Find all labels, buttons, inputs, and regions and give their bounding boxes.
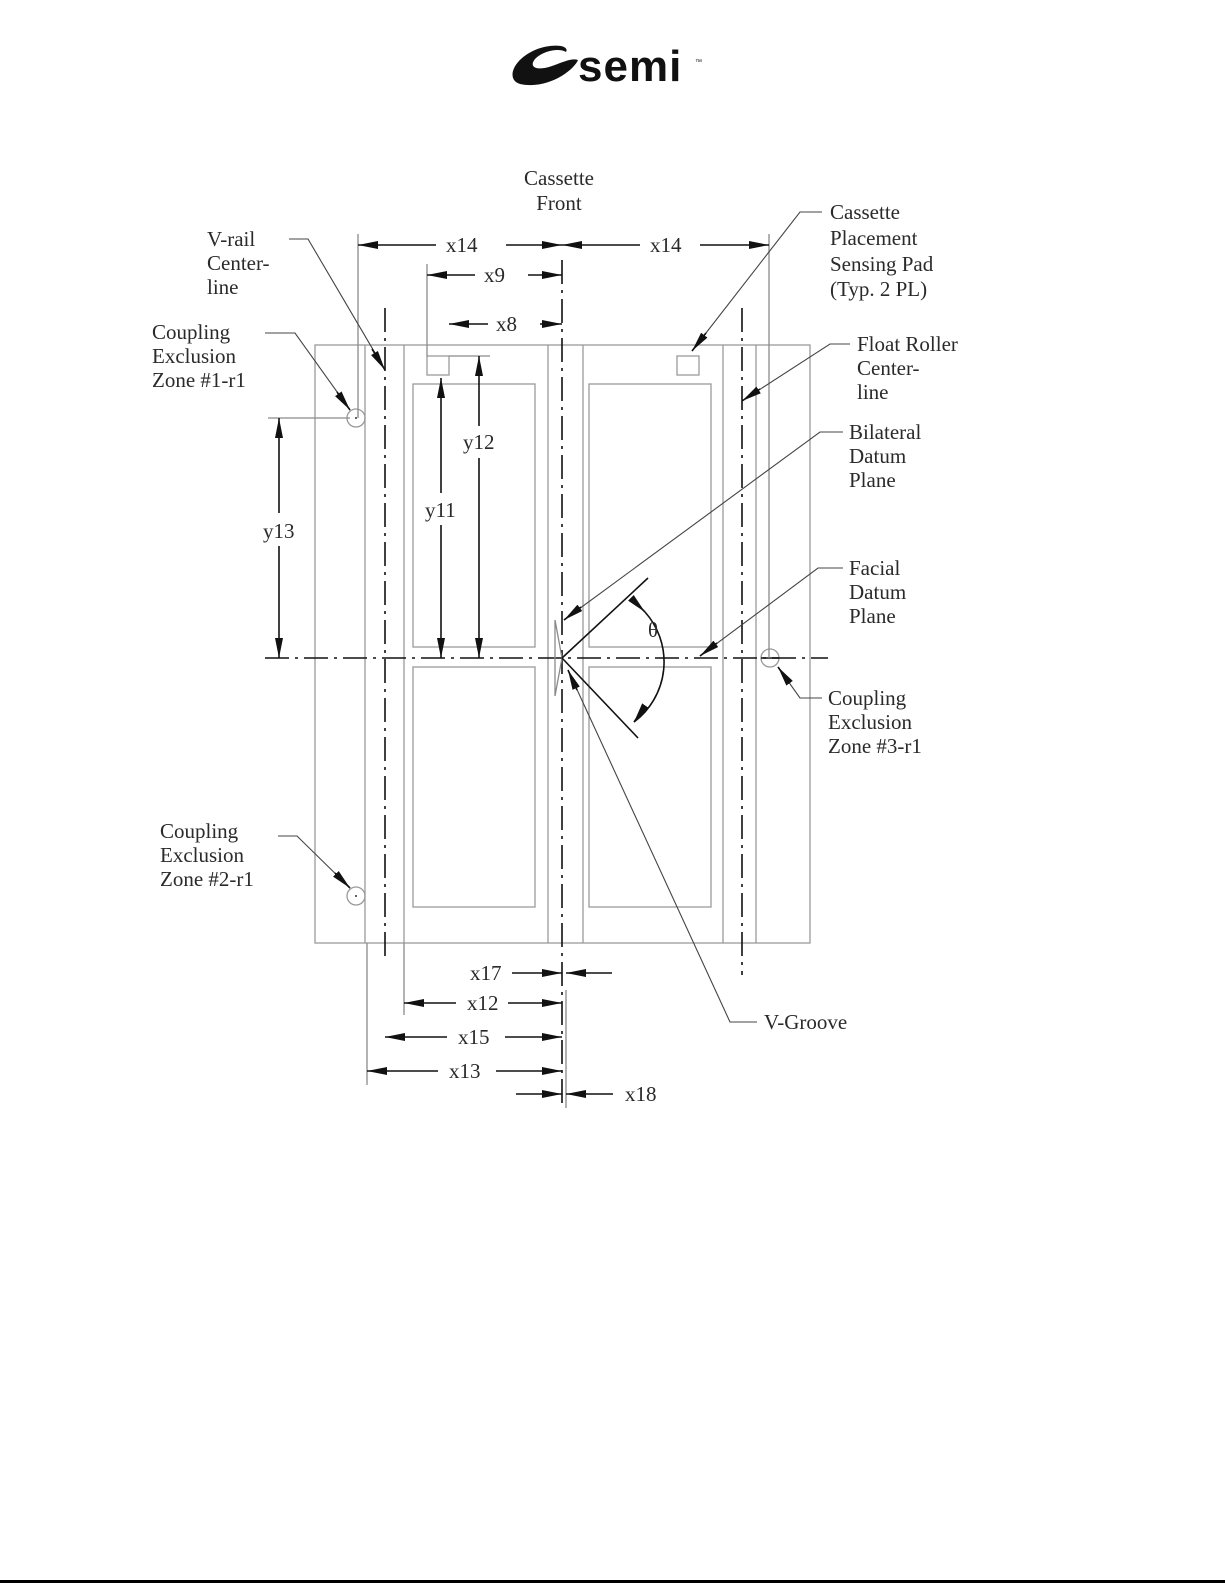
dim-x17: x17 (470, 961, 612, 985)
v-groove-label: V-Groove (568, 670, 847, 1034)
svg-text:Coupling: Coupling (152, 320, 231, 344)
svg-text:Exclusion: Exclusion (152, 344, 236, 368)
semi-logo: semi ™ (513, 42, 702, 91)
svg-text:x13: x13 (449, 1059, 481, 1083)
svg-text:Zone #1-r1: Zone #1-r1 (152, 368, 246, 392)
dim-y11: y11 (425, 378, 456, 658)
logo-trademark: ™ (695, 59, 702, 66)
extension-lines (268, 234, 769, 1108)
svg-text:line: line (857, 380, 889, 404)
svg-text:Float Roller: Float Roller (857, 332, 958, 356)
svg-text:Center-: Center- (857, 356, 920, 380)
svg-text:Zone #3-r1: Zone #3-r1 (828, 734, 922, 758)
svg-text:Coupling: Coupling (828, 686, 907, 710)
svg-text:Cassette: Cassette (830, 200, 900, 224)
float-roller-centerline-label: Float Roller Center- line (742, 332, 958, 404)
svg-text:y11: y11 (425, 498, 456, 522)
dim-x12: x12 (404, 991, 562, 1015)
coupling-zone-2-circle (347, 887, 365, 905)
svg-text:Facial: Facial (849, 556, 900, 580)
lower-left-window (413, 667, 535, 907)
dim-x15: x15 (385, 1025, 562, 1049)
svg-text:Bilateral: Bilateral (849, 420, 921, 444)
svg-text:Exclusion: Exclusion (160, 843, 244, 867)
svg-text:Plane: Plane (849, 468, 896, 492)
dim-y13: y13 (263, 418, 295, 658)
coupling-zone-3-label: Coupling Exclusion Zone #3-r1 (778, 667, 922, 758)
coupling-zone-1-label: Coupling Exclusion Zone #1-r1 (152, 320, 350, 410)
dim-x14-left: x14 (358, 233, 562, 257)
footer-rule (0, 1580, 1225, 1583)
svg-text:x17: x17 (470, 961, 502, 985)
svg-text:Datum: Datum (849, 580, 906, 604)
svg-text:y12: y12 (463, 430, 495, 454)
svg-text:Front: Front (536, 191, 582, 215)
svg-text:Coupling: Coupling (160, 819, 239, 843)
coupling-zone-2-label: Coupling Exclusion Zone #2-r1 (160, 819, 350, 891)
dim-y12: y12 (463, 356, 495, 658)
theta-label: θ (648, 618, 658, 642)
dim-x18: x18 (516, 1082, 657, 1106)
dim-x13: x13 (367, 1059, 562, 1083)
svg-text:x14: x14 (650, 233, 682, 257)
svg-text:V-Groove: V-Groove (764, 1010, 847, 1034)
facial-datum-plane-label: Facial Datum Plane (700, 556, 906, 656)
sensing-pad-left (427, 356, 449, 375)
svg-text:x8: x8 (496, 312, 517, 336)
svg-text:Zone #2-r1: Zone #2-r1 (160, 867, 254, 891)
svg-text:Exclusion: Exclusion (828, 710, 912, 734)
svg-text:x15: x15 (458, 1025, 490, 1049)
svg-text:Sensing Pad: Sensing Pad (830, 252, 934, 276)
dim-x14-right: x14 (562, 233, 769, 257)
svg-text:x12: x12 (467, 991, 499, 1015)
svg-text:x18: x18 (625, 1082, 657, 1106)
svg-text:x9: x9 (484, 263, 505, 287)
semi-logo-swoosh-icon (513, 46, 578, 85)
cassette-sensing-pad-label: Cassette Placement Sensing Pad (Typ. 2 P… (692, 200, 934, 351)
svg-text:Datum: Datum (849, 444, 906, 468)
dim-x8: x8 (449, 312, 562, 336)
cassette-front-label: Cassette Front (524, 166, 594, 215)
svg-text:y13: y13 (263, 519, 295, 543)
upper-right-window (589, 384, 711, 647)
sensing-pad-right (677, 356, 699, 375)
svg-text:Placement: Placement (830, 226, 918, 250)
lower-right-window (589, 667, 711, 907)
svg-text:V-rail: V-rail (207, 227, 255, 251)
svg-text:line: line (207, 275, 239, 299)
svg-text:Plane: Plane (849, 604, 896, 628)
dim-x9: x9 (427, 263, 562, 287)
svg-text:x14: x14 (446, 233, 478, 257)
svg-text:Cassette: Cassette (524, 166, 594, 190)
svg-text:(Typ. 2 PL): (Typ. 2 PL) (830, 277, 927, 301)
svg-text:Center-: Center- (207, 251, 270, 275)
logo-wordmark: semi (578, 42, 682, 91)
